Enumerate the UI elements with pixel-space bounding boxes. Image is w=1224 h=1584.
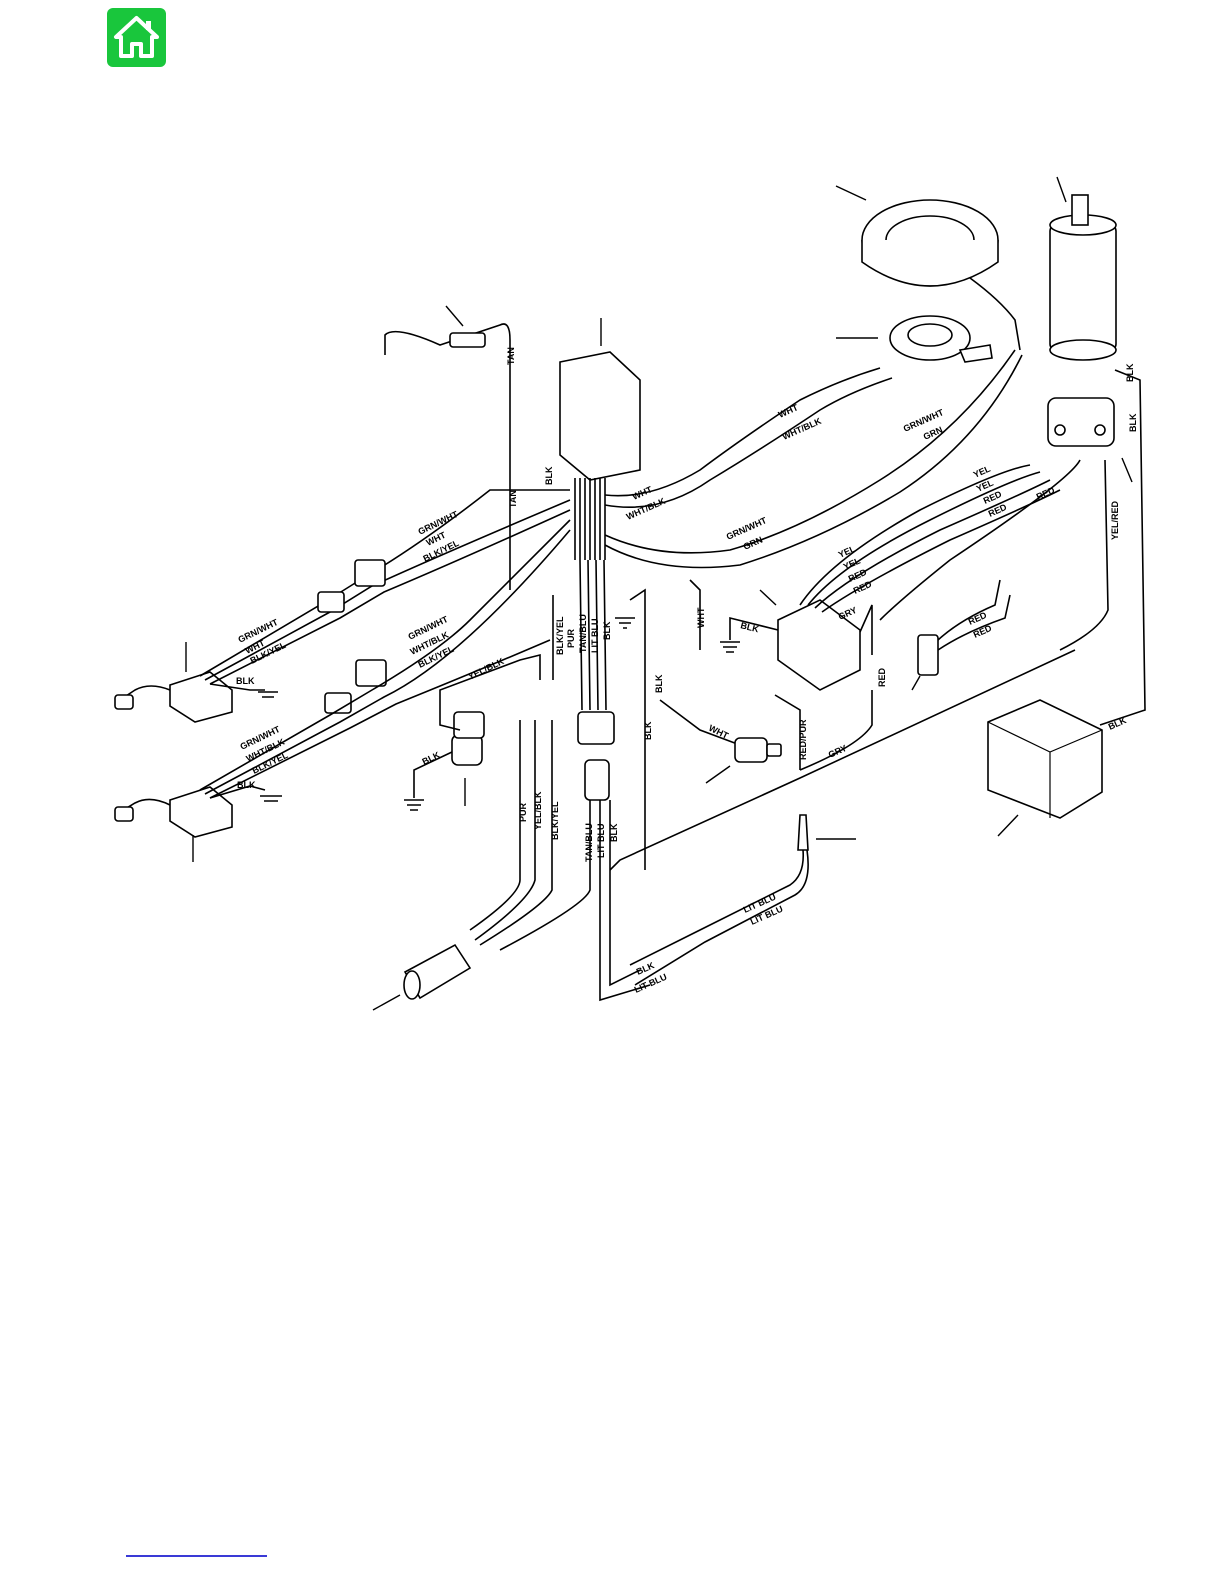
wire-label-red: RED	[877, 667, 887, 687]
wire-label-grn: GRN	[742, 535, 764, 552]
choke-solenoid	[451, 711, 485, 766]
wire-gry-lower	[799, 690, 873, 771]
starter-motor	[1049, 194, 1117, 361]
starter-solenoid	[1047, 397, 1115, 447]
wire-label-pur: PUR	[566, 628, 576, 648]
fuse-holder	[384, 323, 511, 590]
wire-label-tan-blu: TAN/BLU	[578, 614, 588, 653]
wire-label-blk: BLK	[1128, 413, 1138, 432]
wire-label-lit-blu: LIT BLU	[590, 619, 600, 654]
stator	[861, 199, 1021, 351]
wire-red-2	[821, 489, 1061, 613]
temp-switch	[734, 737, 782, 763]
wire-label-tan: TAN	[508, 490, 518, 508]
wire-label-tan-blu: TAN/BLU	[584, 823, 594, 862]
wire-label-yel-red: YEL/RED	[1110, 500, 1120, 540]
wire-label-wht-blk: WHT/BLK	[781, 416, 823, 442]
wire-yel-2	[807, 471, 1041, 606]
wire-label-blk: BLK	[420, 749, 441, 766]
wire-red-1	[814, 479, 1051, 609]
wire-label-yel-blk: YEL/BLK	[466, 656, 505, 682]
wire-label-blk: BLK	[237, 780, 256, 790]
wire-grn	[604, 354, 1023, 569]
sender	[797, 814, 809, 851]
connector-plug	[584, 759, 610, 801]
wire-label-yel-blk: YEL/BLK	[533, 791, 543, 830]
wire-label-wht: WHT	[777, 402, 800, 420]
switch-box	[559, 351, 641, 560]
fuse-block	[917, 634, 939, 676]
leader-fuse	[445, 305, 464, 327]
wire-label-blk: BLK	[1125, 363, 1135, 382]
wire-label-gry: GRY	[837, 605, 859, 622]
leader-temp-switch	[705, 765, 731, 784]
harness-plug	[403, 943, 472, 1000]
wire-harness-long	[609, 649, 1076, 871]
home-button[interactable]	[107, 8, 166, 67]
wire-label-blk: BLK	[643, 721, 653, 740]
leader-fuse-block	[911, 675, 921, 691]
wire-label-red-pur: RED/PUR	[798, 719, 808, 760]
wire-label-blk: BLK	[740, 620, 761, 634]
wire-label-wht-blk: WHT/BLK	[625, 496, 667, 522]
wire-yel-1	[799, 464, 1031, 606]
leader-harness-plug	[372, 994, 401, 1011]
wire-label-wht: WHT	[631, 484, 654, 502]
wire-label-tan: TAN	[506, 347, 516, 365]
connector	[355, 659, 387, 687]
leader-battery	[997, 814, 1019, 837]
wire-red-main	[879, 459, 1081, 621]
wire-label-blk: BLK	[654, 674, 664, 693]
wire-label-red: RED	[972, 623, 994, 640]
footer-link[interactable]	[126, 1555, 267, 1557]
connector-plug	[577, 711, 615, 745]
connector	[317, 591, 345, 613]
wire-wht	[604, 367, 881, 497]
wire-label-blk-yel: BLK/YEL	[555, 616, 565, 655]
battery	[987, 699, 1103, 819]
ignition-coil-lower	[114, 786, 233, 838]
leader-solenoid	[1121, 457, 1133, 483]
wire-label-blk: BLK	[544, 466, 554, 485]
rectifier	[777, 599, 861, 691]
wire-label-grn-wht: GRN/WHT	[725, 515, 769, 542]
wire-label-grn: GRN	[922, 425, 944, 442]
trigger	[889, 315, 993, 363]
leader-starter	[1056, 176, 1067, 203]
ignition-coil-upper	[114, 671, 233, 723]
wire-wht-blk	[604, 377, 893, 508]
wire-label-blk: BLK	[609, 823, 619, 842]
connector	[354, 559, 386, 587]
wire-label-blk: BLK	[602, 621, 612, 640]
wire-label-wht: WHT	[696, 607, 706, 628]
wire-label-pur: PUR	[518, 802, 528, 822]
leader-stator	[835, 185, 867, 201]
wire-label-blk-yel: BLK/YEL	[550, 801, 560, 840]
wire-label-wht: WHT	[707, 723, 730, 741]
home-icon	[114, 16, 159, 58]
wire-label-lit-blu: LIT BLU	[596, 824, 606, 859]
leader-rectifier	[759, 589, 777, 606]
wire-label-blk: BLK	[236, 676, 255, 686]
wire-grn-wht	[604, 349, 1016, 554]
